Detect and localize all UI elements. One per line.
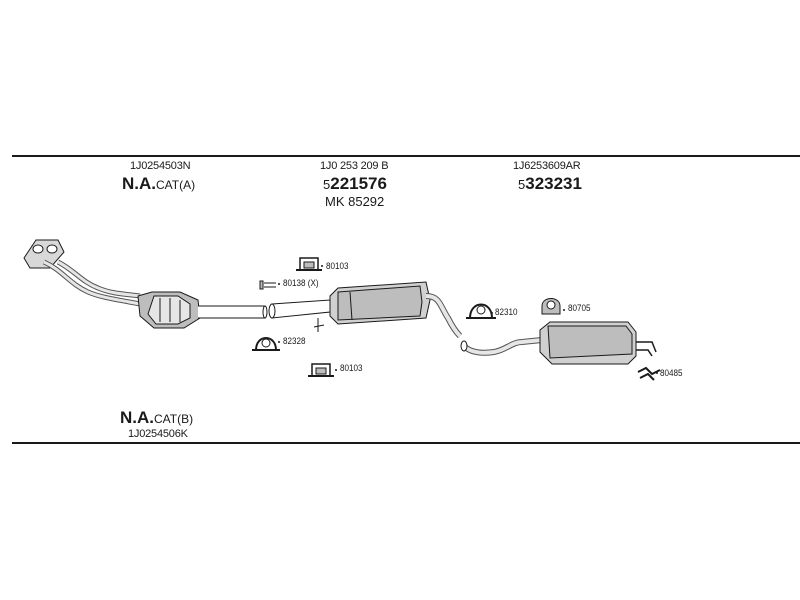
label-ring-right: 82310 <box>495 307 518 317</box>
label-sleeve: 80138 (X) <box>283 278 319 288</box>
bottom-cat-suffix: CAT(B) <box>154 412 194 426</box>
bottom-cat-name: N.A. <box>120 408 154 427</box>
col3-code: 5323231 <box>518 174 582 194</box>
label-ring-left: 82328 <box>283 336 306 346</box>
col2-mk: MK 85292 <box>325 194 385 209</box>
rear-silencer-icon <box>539 321 657 365</box>
col2-code-main: 221576 <box>330 174 387 193</box>
small-clamp-icon <box>259 280 276 290</box>
label-bracket: 80485 <box>660 368 683 378</box>
bottom-part-number: 1J0254506K <box>128 428 188 440</box>
col1-part-number: 1J0254503N <box>130 160 191 172</box>
label-clamp-bottom: 80103 <box>340 363 363 373</box>
catalytic-converter-icon <box>137 291 201 329</box>
ring-left-icon <box>252 337 280 351</box>
col1-cat-label: N.A.CAT(A) <box>122 174 195 194</box>
middle-silencer-icon <box>329 281 463 339</box>
sleeve-pipe-icon <box>268 299 331 332</box>
col1-cat-name: N.A. <box>122 174 156 193</box>
u-clamp-bottom-icon <box>308 363 334 377</box>
top-divider-line <box>12 155 800 157</box>
col2-code: 5221576 <box>323 174 387 194</box>
label-clamp-top: 80103 <box>326 261 349 271</box>
ring-right-icon <box>466 303 496 319</box>
rear-pipe-icon <box>460 337 543 356</box>
col3-part-number: 1J6253609AR <box>513 160 581 172</box>
col3-code-prefix: 5 <box>518 177 526 192</box>
col2-part-number: 1J0 253 209 B <box>320 160 389 172</box>
col1-cat-suffix: CAT(A) <box>156 178 196 192</box>
bottom-cat-label: N.A.CAT(B) <box>120 408 193 428</box>
front-pipe-icon <box>42 259 141 307</box>
bracket-icon <box>637 366 661 381</box>
manifold-flange-icon <box>23 239 65 269</box>
u-clamp-top-icon <box>296 257 322 271</box>
bottom-divider-line <box>12 442 800 444</box>
label-hanger: 80705 <box>568 303 591 313</box>
col2-code-prefix: 5 <box>323 177 331 192</box>
connecting-pipe-icon <box>198 305 268 319</box>
col3-code-main: 323231 <box>525 174 582 193</box>
rubber-hanger-icon <box>541 298 561 315</box>
